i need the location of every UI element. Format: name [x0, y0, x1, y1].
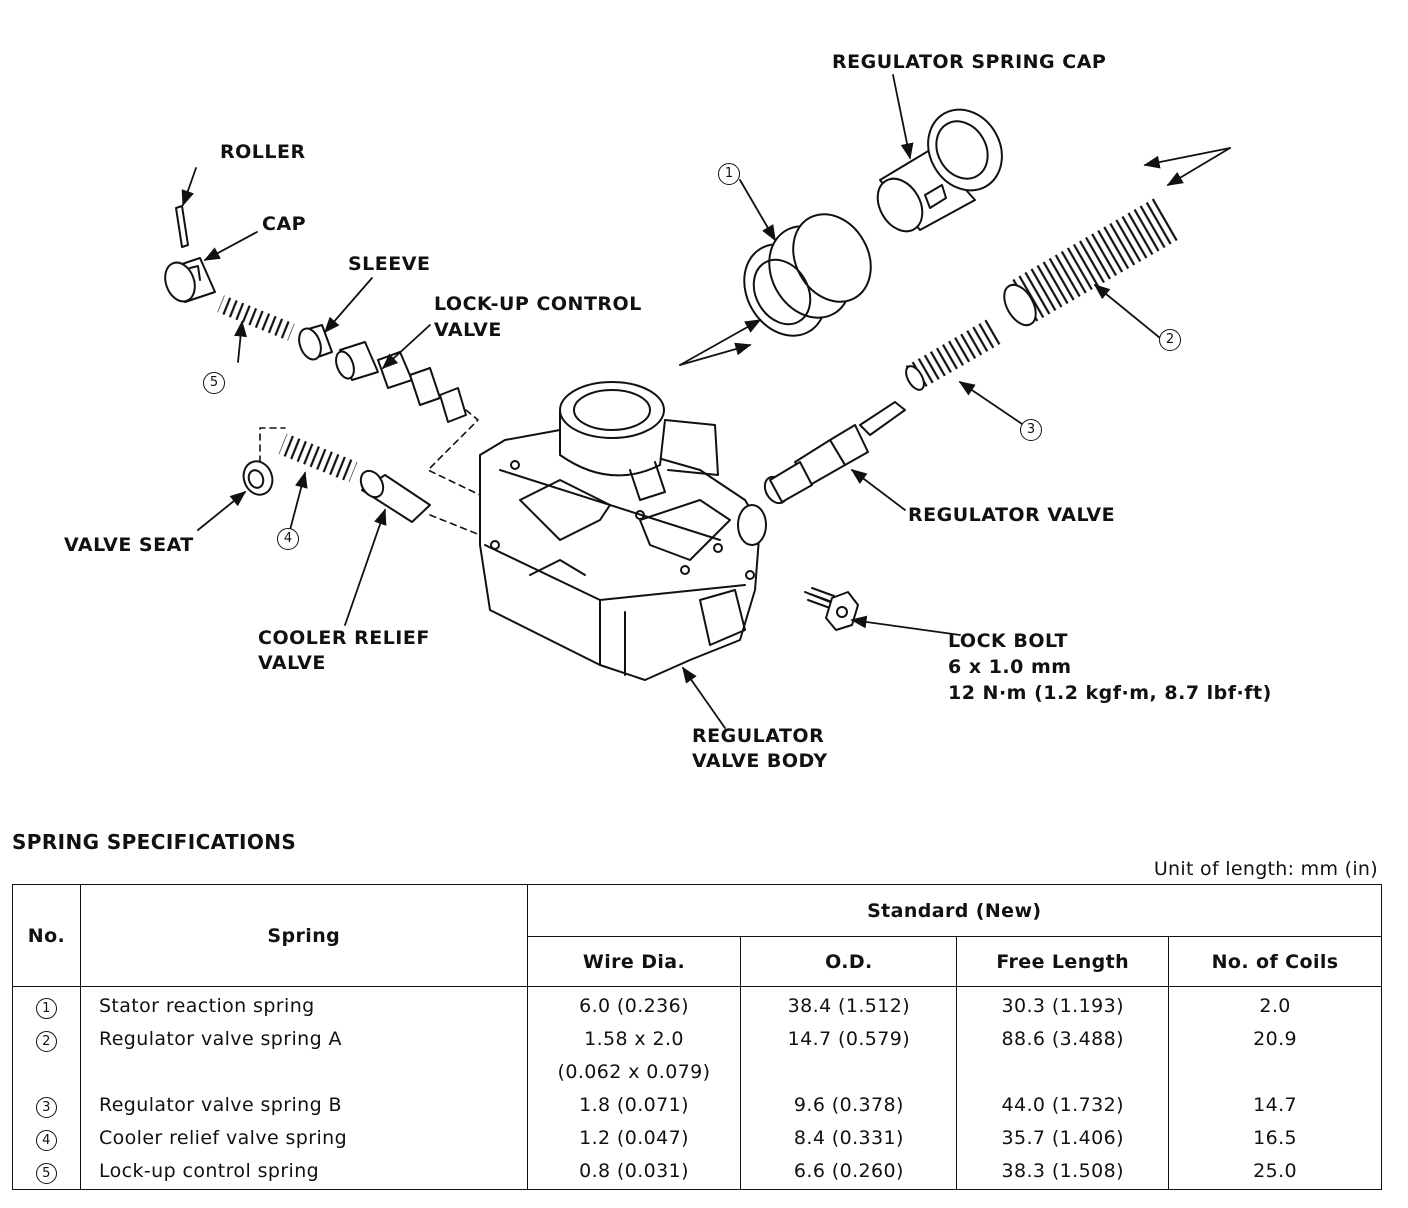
- callout-2: 2: [1159, 329, 1181, 351]
- spring-name: Lock-up control spring: [79, 1155, 528, 1190]
- header-spring: Spring: [79, 884, 528, 987]
- label-regulator-spring-cap: REGULATOR SPRING CAP: [832, 51, 1107, 73]
- label-sleeve: SLEEVE: [348, 253, 431, 275]
- spring-specifications-title: SPRING SPECIFICATIONS: [12, 830, 297, 854]
- lock-bolt-part: [804, 587, 859, 631]
- roller-part: [175, 205, 189, 248]
- label-roller: ROLLER: [220, 141, 306, 163]
- header-standard-new: Standard (New): [526, 884, 1383, 937]
- od-value: 9.6 (0.378): [740, 1090, 958, 1124]
- header-od: O.D.: [740, 936, 958, 987]
- row-number: 3: [35, 1097, 57, 1119]
- label-lock-bolt: LOCK BOLT: [948, 630, 1068, 652]
- spring-name: Regulator valve spring A: [79, 1024, 528, 1058]
- label-cap: CAP: [262, 213, 307, 235]
- wire-dia-value: 0.8 (0.031): [526, 1155, 742, 1190]
- label-cooler-relief-valve-line2: VALVE: [258, 652, 326, 674]
- row-number: 1: [35, 998, 57, 1019]
- callout-1: 1: [718, 163, 740, 185]
- valve-seat-part: [242, 460, 274, 496]
- label-lockup-control-valve-line2: VALVE: [434, 319, 502, 341]
- od-value: 8.4 (0.331): [740, 1123, 958, 1156]
- wire-dia-value: 1.8 (0.071): [526, 1090, 742, 1124]
- table-row: (0.062 x 0.079): [12, 1057, 1382, 1091]
- cap-part: [164, 257, 216, 303]
- od-value: [740, 1057, 958, 1091]
- spring-name: [79, 1057, 528, 1091]
- regulator-valve-spring-b-part: [904, 318, 1002, 392]
- od-value: 6.6 (0.260): [740, 1155, 958, 1190]
- spring-name: Cooler relief valve spring: [79, 1123, 528, 1156]
- regulator-valve-part: [763, 401, 906, 505]
- wire-dia-value: 1.58 x 2.0: [526, 1024, 742, 1058]
- lockup-control-valve-part: [335, 341, 467, 423]
- label-regulator-valve-body-line2: VALVE BODY: [692, 750, 828, 772]
- spring-name: Regulator valve spring B: [79, 1090, 528, 1124]
- coils-value: 2.0: [1168, 986, 1382, 1025]
- sleeve-part: [298, 324, 333, 361]
- label-regulator-valve: REGULATOR VALVE: [908, 504, 1116, 526]
- free-length-value: 35.7 (1.406): [956, 1123, 1170, 1156]
- wire-dia-value: 6.0 (0.236): [526, 986, 742, 1025]
- header-free-length: Free Length: [956, 936, 1170, 987]
- table-row: 1 Stator reaction spring 6.0 (0.236) 38.…: [12, 986, 1382, 1025]
- spring-specifications-table: No. Spring Standard (New) Wire Dia. O.D.…: [12, 884, 1383, 1190]
- od-value: 14.7 (0.579): [740, 1024, 958, 1058]
- row-number: 4: [35, 1130, 57, 1152]
- cooler-relief-valve-part: [359, 469, 431, 523]
- callout-5: 5: [203, 372, 225, 394]
- regulator-spring-cap-part: [876, 108, 1003, 233]
- lockup-control-spring-part: [217, 295, 295, 341]
- unit-of-length-note: Unit of length: mm (in): [1153, 858, 1378, 880]
- coils-value: 25.0: [1168, 1155, 1382, 1190]
- wire-dia-value: (0.062 x 0.079): [526, 1057, 742, 1091]
- header-wire-dia: Wire Dia.: [526, 936, 742, 987]
- free-length-value: 44.0 (1.732): [956, 1090, 1170, 1124]
- row-number: 5: [35, 1162, 57, 1184]
- label-lock-bolt-size: 6 x 1.0 mm: [948, 656, 1072, 678]
- coils-value: 20.9: [1168, 1024, 1382, 1058]
- table-row: 4 Cooler relief valve spring 1.2 (0.047)…: [12, 1123, 1382, 1156]
- free-length-value: 88.6 (3.488): [956, 1024, 1170, 1058]
- free-length-value: 30.3 (1.193): [956, 986, 1170, 1025]
- header-no-of-coils: No. of Coils: [1168, 936, 1382, 987]
- label-cooler-relief-valve-line1: COOLER RELIEF: [258, 627, 430, 649]
- coils-value: [1168, 1057, 1382, 1091]
- label-lockup-control-valve-line1: LOCK-UP CONTROL: [434, 293, 642, 315]
- regulator-valve-spring-a-part: [1003, 196, 1181, 327]
- callout-3: 3: [1020, 419, 1042, 441]
- free-length-value: 38.3 (1.508): [956, 1155, 1170, 1190]
- header-no: No.: [12, 884, 81, 987]
- regulator-valve-body-part: [479, 381, 767, 681]
- table-row: 5 Lock-up control spring 0.8 (0.031) 6.6…: [12, 1155, 1382, 1190]
- stator-reaction-spring-part: [743, 213, 872, 337]
- cooler-relief-spring-part: [278, 433, 358, 483]
- callout-4: 4: [277, 528, 299, 550]
- label-valve-seat: VALVE SEAT: [64, 534, 194, 556]
- od-value: 38.4 (1.512): [740, 986, 958, 1025]
- spring-name: Stator reaction spring: [79, 986, 528, 1025]
- table-row: 3 Regulator valve spring B 1.8 (0.071) 9…: [12, 1090, 1382, 1124]
- wire-dia-value: 1.2 (0.047): [526, 1123, 742, 1156]
- coils-value: 16.5: [1168, 1123, 1382, 1156]
- label-lock-bolt-torque: 12 N·m (1.2 kgf·m, 8.7 lbf·ft): [948, 682, 1272, 704]
- free-length-value: [956, 1057, 1170, 1091]
- exploded-view-diagram: [164, 74, 1231, 729]
- coils-value: 14.7: [1168, 1090, 1382, 1124]
- label-regulator-valve-body-line1: REGULATOR: [692, 725, 825, 747]
- row-number: 2: [35, 1031, 57, 1053]
- table-row: 2 Regulator valve spring A 1.58 x 2.0 14…: [12, 1024, 1382, 1058]
